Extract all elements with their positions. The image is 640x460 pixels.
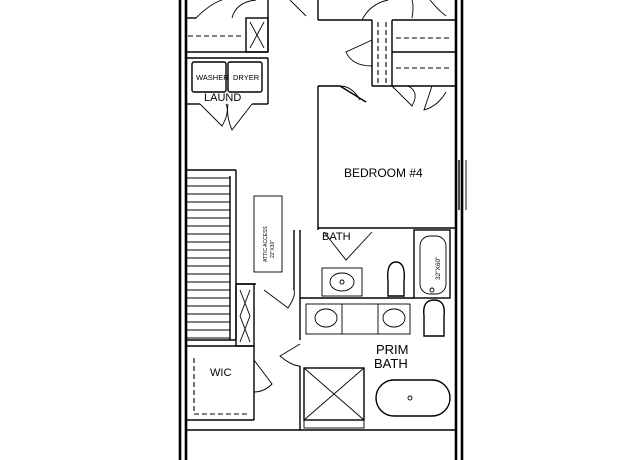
small-bath — [299, 229, 451, 299]
walk-in-closet — [186, 345, 273, 421]
exterior-walls — [178, 0, 467, 460]
label-attic: ATTIC ACCESS — [263, 226, 269, 262]
label-dryer: DRYER — [233, 73, 260, 82]
attic-access — [253, 195, 283, 273]
stairs — [186, 169, 237, 341]
hall-walls — [317, 85, 367, 230]
label-tub-size: 32"X60" — [435, 256, 442, 280]
label-bedroom-4: BEDROOM #4 — [344, 166, 423, 180]
linen-closet — [345, 20, 456, 111]
primary-bath — [186, 298, 456, 431]
top-closets — [186, 0, 456, 53]
label-wic: WIC — [210, 367, 231, 379]
label-bath: BATH — [322, 231, 351, 243]
label-prim-bath-2: BATH — [374, 356, 408, 371]
label-attic-size: 22"X30" — [270, 240, 276, 258]
label-prim-bath-1: PRIM — [376, 342, 409, 357]
label-laundry: LAUND — [204, 92, 241, 104]
laundry-room — [186, 57, 269, 131]
label-washer: WASHER — [196, 73, 229, 82]
